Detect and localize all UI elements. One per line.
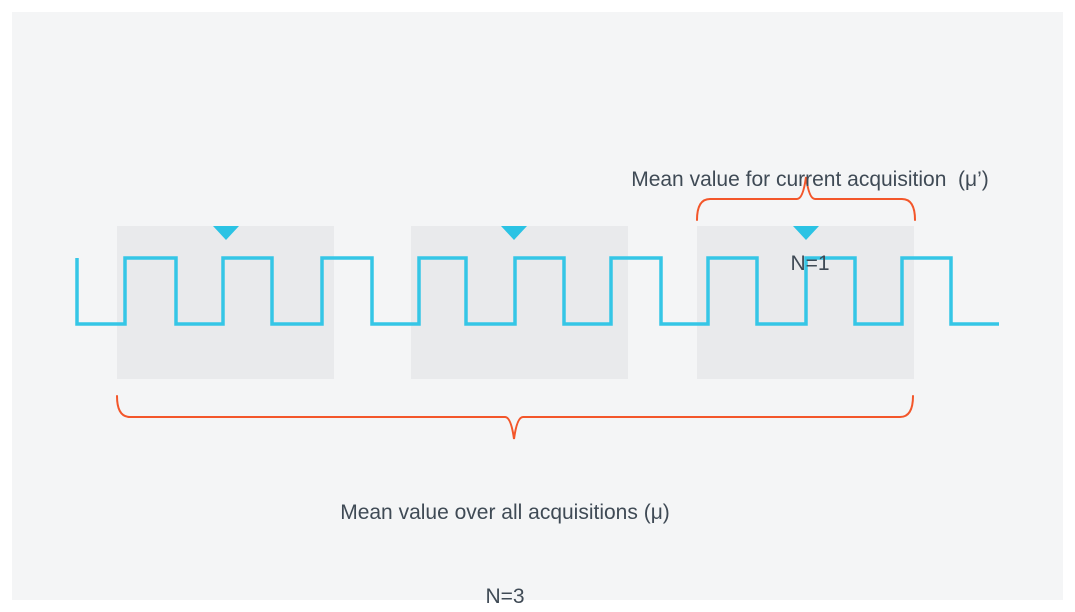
all-acquisitions-annotation: Mean value over all acquisitions (μ) N=3 [293, 443, 717, 612]
all-acquisitions-brace [116, 395, 914, 440]
current-acquisition-annotation: Mean value for current acquisition (μ’) … [590, 110, 1030, 334]
acquisition-region-1 [117, 226, 334, 379]
acquisition-region-2 [411, 226, 628, 379]
all-acquisitions-count: N=3 [485, 585, 525, 608]
current-acquisition-brace [696, 176, 916, 221]
waveform-trace [75, 256, 999, 326]
trigger-marker-icon-3 [793, 226, 819, 240]
current-acquisition-count: N=1 [790, 252, 830, 275]
trigger-marker-icon-2 [501, 226, 527, 240]
all-acquisitions-label: Mean value over all acquisitions (μ) [340, 501, 670, 524]
current-acquisition-label: Mean value for current acquisition (μ’) [631, 168, 989, 191]
trigger-marker-icon-1 [213, 226, 239, 240]
